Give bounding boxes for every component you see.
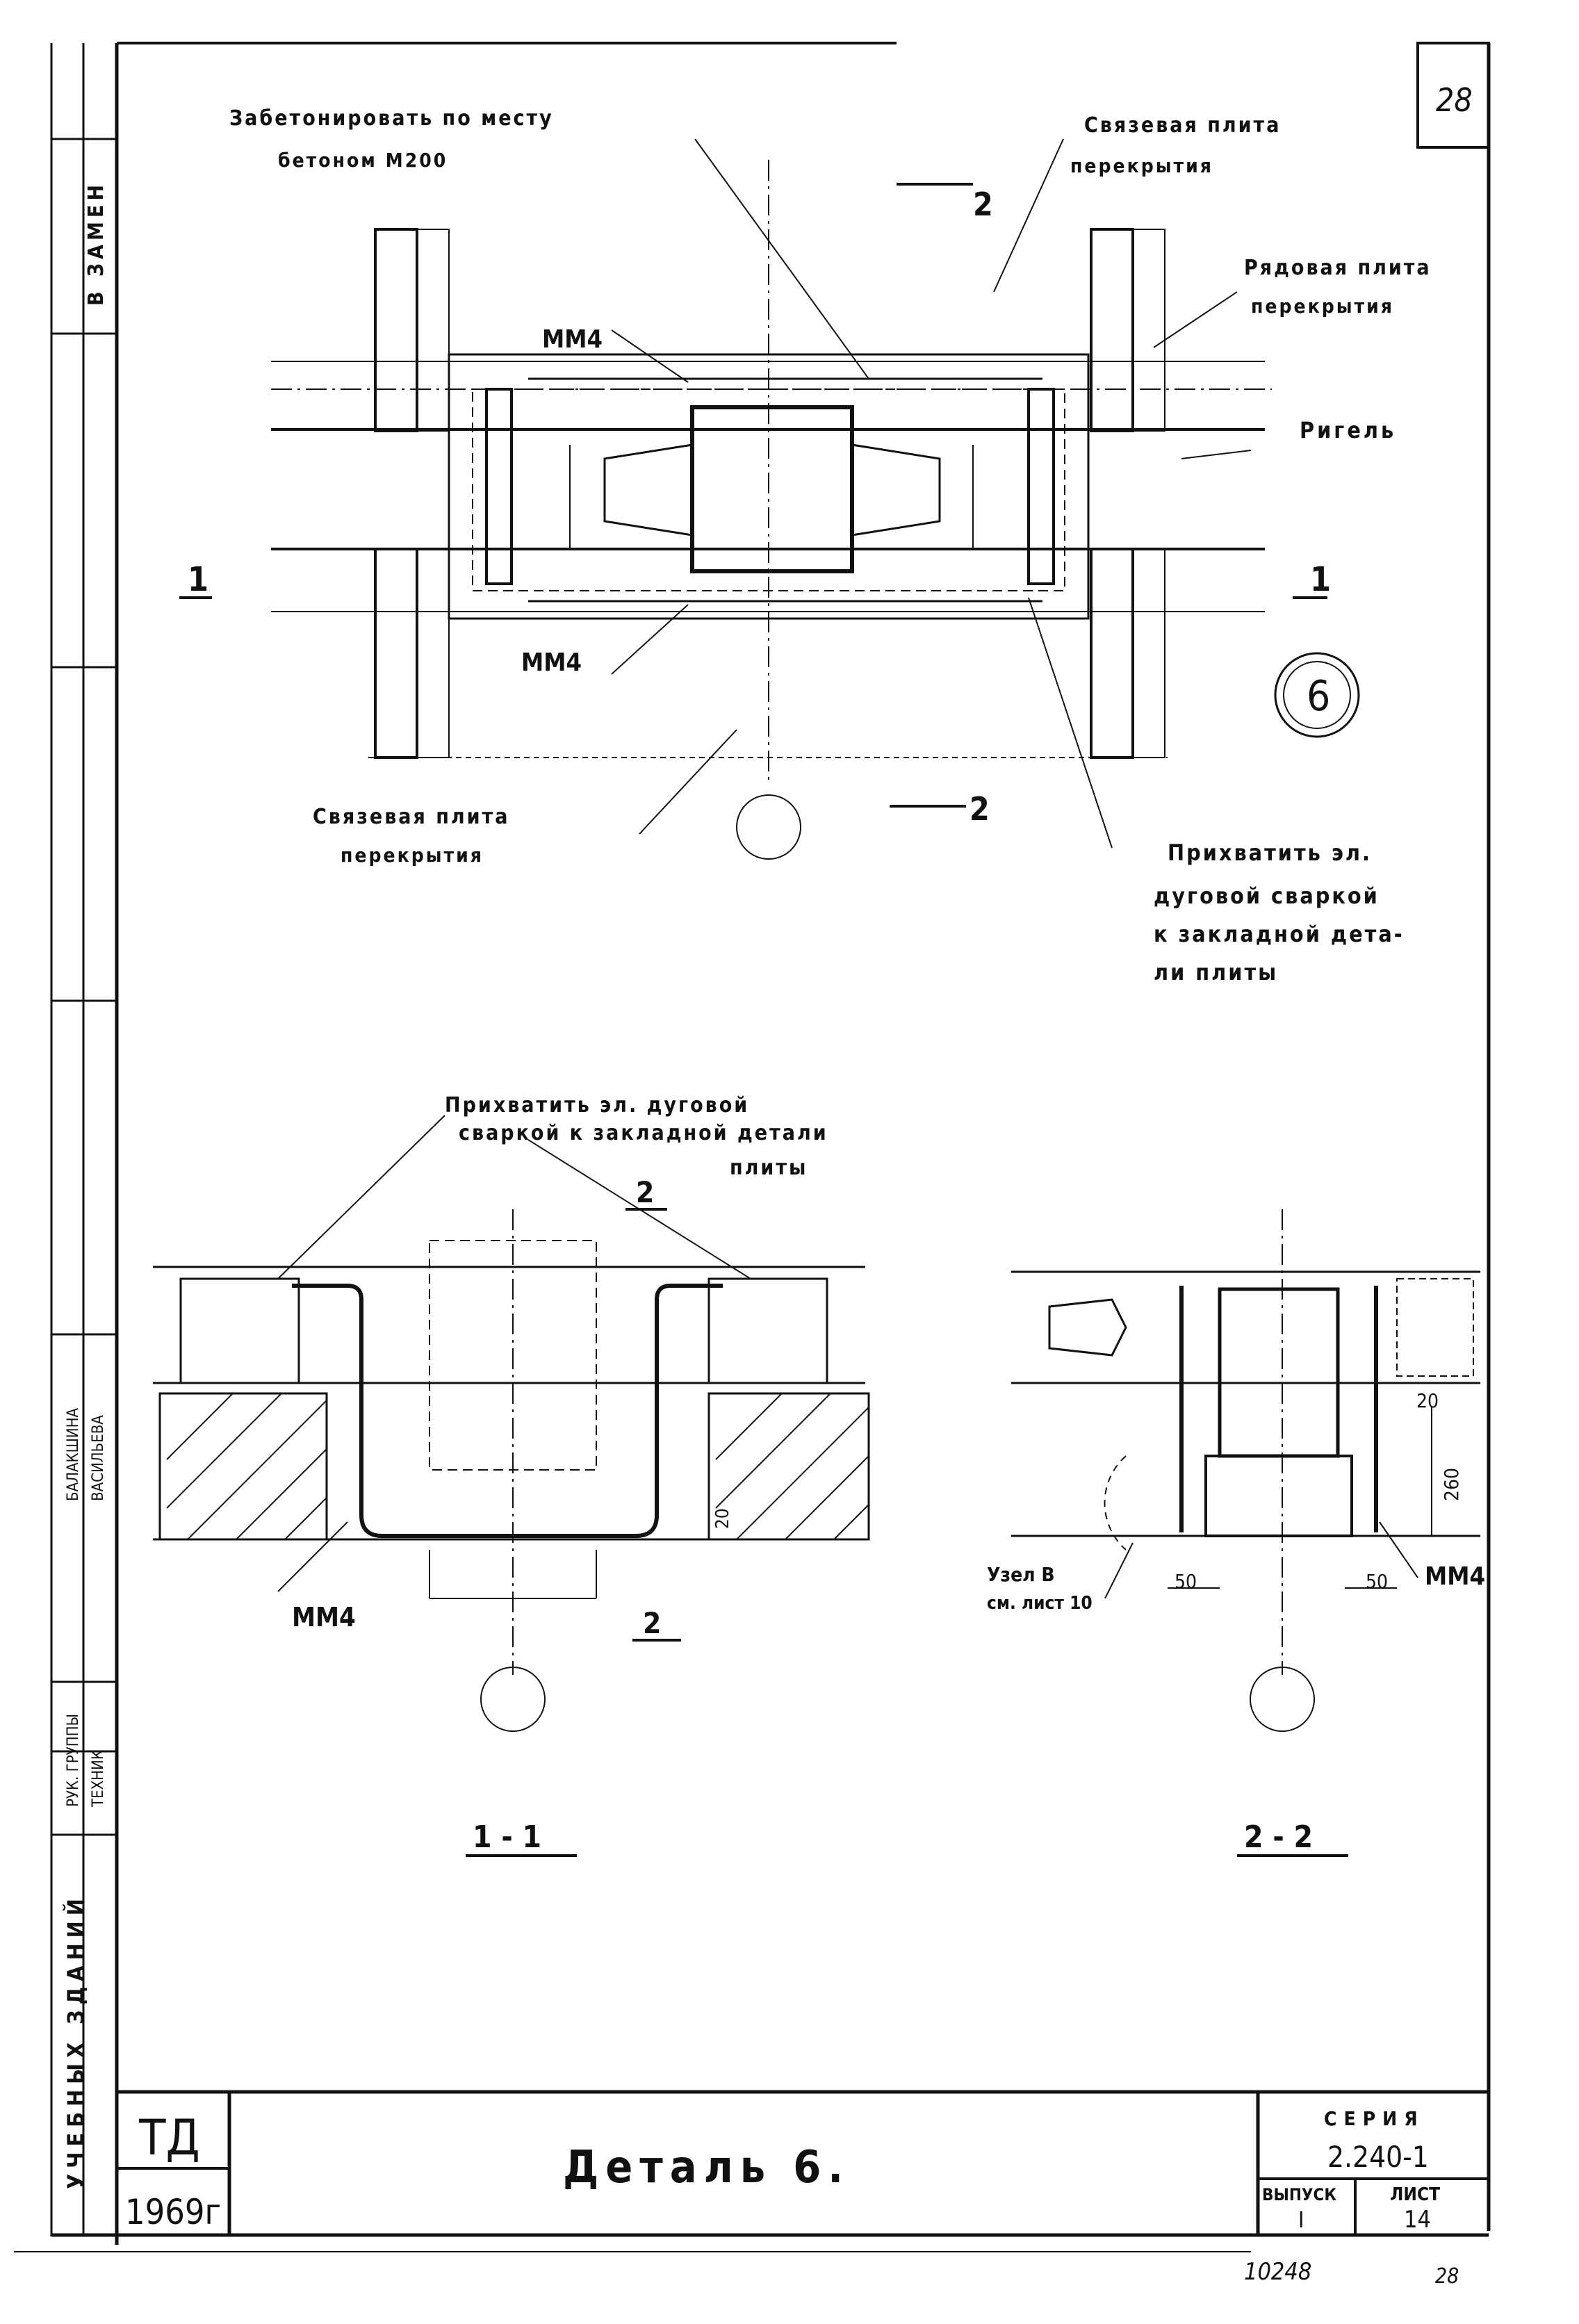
s11-note-weld-2: сваркой к закладной детали: [459, 1121, 828, 1145]
section-2-2: [1011, 1209, 1480, 1857]
note-tie-plate-bottom-2: перекрытия: [341, 844, 484, 867]
section-1-1-labels: Прихватить эл. дуговой сваркой к закладн…: [292, 1093, 828, 1855]
cut-label-bottom: 2: [970, 790, 990, 828]
issue-value: I: [1298, 2207, 1304, 2233]
sheet-title: Деталь 6.: [563, 2142, 850, 2193]
series-value: 2.240-1: [1327, 2140, 1429, 2174]
note-tie-plate-top-1: Связевая плита: [1084, 113, 1281, 138]
s22-title: 2 - 2: [1244, 1819, 1313, 1855]
footer-right: 28: [1435, 2264, 1459, 2289]
s11-note-weld-1: Прихватить эл. дуговой: [445, 1093, 749, 1118]
note-concrete-2: бетоном М200: [278, 149, 448, 172]
sheet-frame: [14, 42, 1491, 2252]
vzamen-label: В ЗАМЕН: [84, 181, 108, 306]
building-type-label: УЧЕБНЫХ ЗДАНИЙ: [63, 1893, 89, 2189]
title-block-texts: ТД 1969г Деталь 6. СЕРИЯ 2.240-1 ВЫПУСК …: [125, 2107, 1459, 2289]
issue-label: ВЫПУСК: [1262, 2185, 1336, 2204]
plan-view: [179, 138, 1360, 860]
note-row-plate-1: Рядовая плита: [1244, 256, 1432, 280]
note-weld-2: дуговой сваркой: [1154, 883, 1380, 909]
side-strip-texts: В ЗАМЕН УЧЕБНЫХ ЗДАНИЙ РУК. ГРУППЫ ТЕХНИ…: [63, 181, 108, 2189]
s11-mm4-label: ММ4: [292, 1602, 356, 1632]
org-code: ТД: [138, 2109, 200, 2166]
note-concrete-1: Забетонировать по месту: [229, 106, 554, 131]
series-label: СЕРИЯ: [1324, 2107, 1425, 2130]
s22-mm4-label: ММ4: [1425, 1562, 1485, 1591]
sheet-number: 28: [1436, 81, 1473, 119]
note-weld-4: ли плиты: [1154, 959, 1278, 985]
cut-label-left: 1: [188, 560, 208, 599]
s22-node-ref-2: см. лист 10: [987, 1593, 1093, 1614]
s22-dim-260: 260: [1440, 1468, 1463, 1501]
side-strip: [51, 43, 117, 2235]
s22-dim-50-right: 50: [1366, 1570, 1388, 1593]
section-1-1: [153, 1115, 870, 1857]
sheet-label: ЛИСТ: [1390, 2184, 1440, 2205]
cut-label-top: 2: [973, 186, 993, 223]
s22-dim-20: 20: [1416, 1389, 1439, 1412]
cut-label-right: 1: [1310, 560, 1331, 599]
s22-dim-50-left: 50: [1175, 1570, 1197, 1593]
s11-cut-top: 2: [636, 1175, 654, 1209]
role-label-2: ТЕХНИК: [90, 1750, 107, 1808]
detail-mark-number: 6: [1307, 672, 1330, 721]
year: 1969г: [125, 2192, 221, 2232]
name-label-1: БАЛАКШИНА: [65, 1408, 82, 1501]
s11-note-weld-3: плиты: [730, 1156, 808, 1180]
note-weld-1: Прихватить эл.: [1168, 840, 1372, 866]
note-row-plate-2: перекрытия: [1251, 295, 1394, 318]
s11-dim-20: 20: [712, 1508, 733, 1529]
s11-title: 1 - 1: [473, 1819, 541, 1855]
note-tie-plate-top-2: перекрытия: [1070, 154, 1213, 177]
s11-cut-bottom: 2: [643, 1606, 661, 1640]
footer-left: 10248: [1244, 2258, 1311, 2286]
note-girder: Ригель: [1300, 417, 1396, 443]
plan-labels: Забетонировать по месту бетоном М200 Свя…: [188, 106, 1432, 985]
mm4-bottom-label: ММ4: [521, 648, 582, 677]
sheet-value: 14: [1404, 2206, 1431, 2234]
section-2-2-labels: 20 260 50 50 ММ4 Узел В см. лист 10 2 - …: [987, 1389, 1485, 1855]
role-label-1: РУК. ГРУППЫ: [65, 1714, 82, 1807]
s22-node-ref-1: Узел В: [987, 1563, 1055, 1586]
mm4-top-label: ММ4: [542, 325, 603, 354]
name-label-2: ВАСИЛЬЕВА: [90, 1415, 107, 1501]
note-tie-plate-bottom-1: Связевая плита: [313, 805, 509, 829]
note-weld-3: к закладной дета-: [1154, 921, 1405, 947]
title-block: [117, 2090, 1489, 2235]
